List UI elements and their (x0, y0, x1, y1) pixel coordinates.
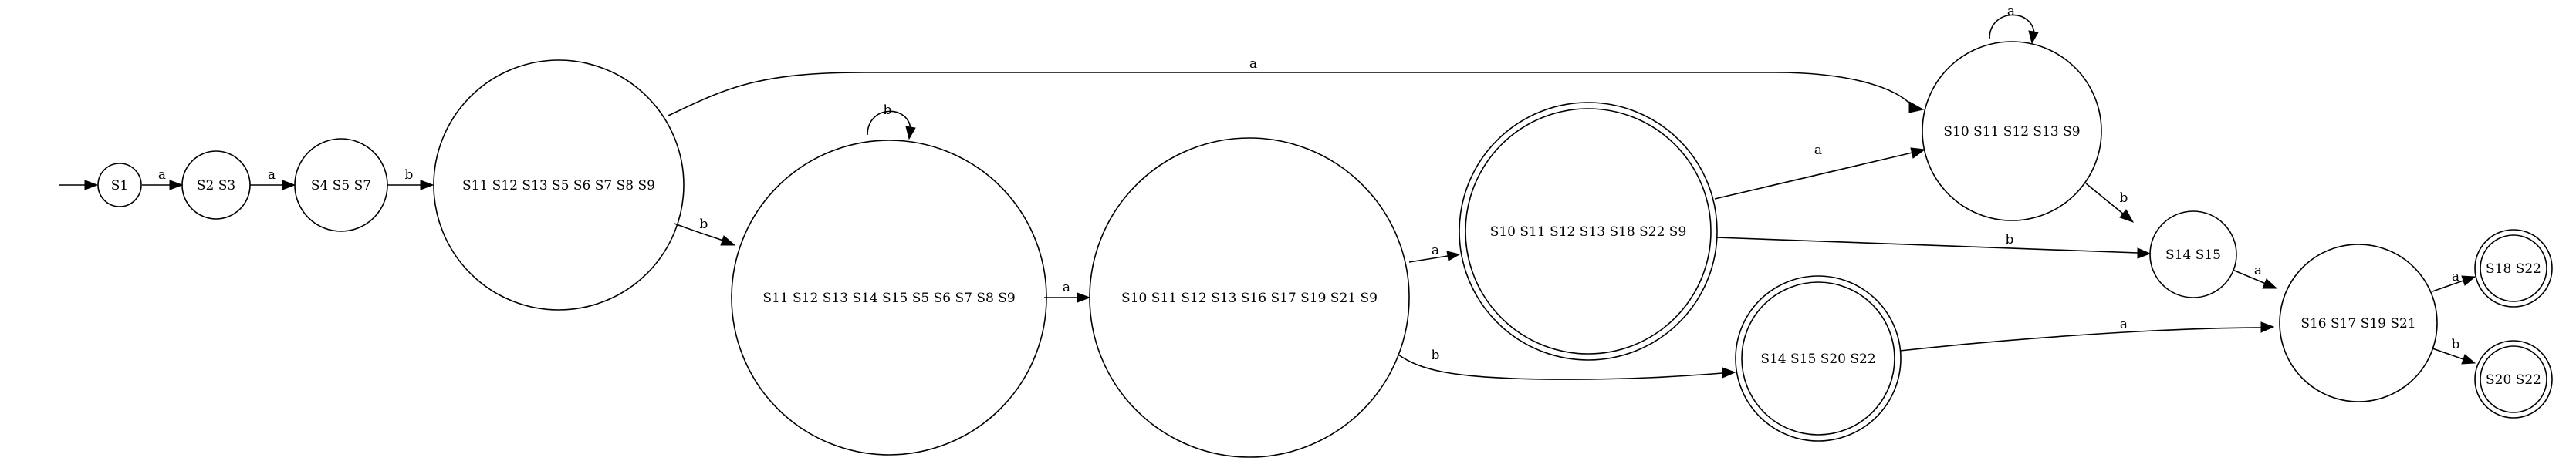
state-label: S14 S15 (2165, 247, 2221, 263)
state-node-n2: S2 S3 (181, 150, 251, 220)
edge-n4-n9: a (668, 56, 1925, 116)
state-label: S20 S22 (2486, 372, 2541, 388)
state-node-n3: S4 S5 S7 (294, 138, 388, 232)
edge-n9-loop: a (1989, 4, 2039, 45)
state-node-n8-accepting: S14 S15 S20 S22 (1735, 275, 1902, 442)
edge-n4-n5: b (674, 217, 736, 246)
edge-n7-n9: a (1714, 143, 1926, 200)
edge-n9-n10: b (2085, 183, 2135, 223)
edge-label: b (884, 103, 892, 118)
edge-label: b (405, 167, 414, 183)
state-label: S10 S11 S12 S13 S9 (1943, 124, 2080, 140)
state-node-n13-accepting: S20 S22 (2474, 340, 2553, 419)
state-label: S11 S12 S13 S5 S6 S7 S8 S9 (462, 178, 655, 193)
edge-n5-loop: b (867, 103, 916, 140)
edge-label: b (700, 217, 708, 232)
edge-label: a (2120, 317, 2128, 332)
state-label: S10 S11 S12 S13 S16 S17 S19 S21 S9 (1121, 291, 1378, 306)
edge-n10-n11: a (2232, 263, 2278, 289)
state-node-n10: S14 S15 (2149, 210, 2237, 298)
edge-n5-n6: a (1044, 280, 1091, 303)
edge-label: b (2006, 232, 2014, 247)
state-node-n11: S16 S17 S19 S21 (2279, 244, 2438, 402)
start-arrow (59, 180, 99, 190)
edge-n8-n11: a (1899, 317, 2275, 352)
state-node-n4: S11 S12 S13 S5 S6 S7 S8 S9 (433, 59, 685, 311)
state-label: S18 S22 (2486, 261, 2541, 277)
edge-n2-n3: a (250, 167, 296, 190)
state-node-n9: S10 S11 S12 S13 S9 (1922, 41, 2102, 221)
edge-label: b (2452, 337, 2460, 352)
state-label: S14 S15 S20 S22 (1760, 352, 1875, 367)
edge-n7-n10: b (1716, 232, 2152, 259)
edge-n6-n8: b (1398, 348, 1736, 380)
edge-n3-n4: b (387, 167, 434, 190)
edge-n1-n2: a (142, 167, 184, 190)
state-label: S11 S12 S13 S14 S15 S5 S6 S7 S8 S9 (762, 291, 1015, 306)
edge-n11-n13: b (2432, 337, 2476, 365)
edge-label: a (2452, 269, 2459, 284)
edge-n11-n12: a (2432, 269, 2476, 292)
edge-label: a (1814, 143, 1822, 158)
state-node-n7-accepting: S10 S11 S12 S13 S18 S22 S9 (1459, 102, 1718, 361)
state-node-n12-accepting: S18 S22 (2474, 229, 2553, 308)
edge-label: a (1249, 56, 1257, 72)
edge-label: a (1432, 243, 1439, 258)
edge-label: a (158, 167, 166, 183)
edge-label: b (1432, 348, 1440, 363)
edge-label: a (1063, 280, 1070, 295)
edge-label: a (2254, 263, 2262, 278)
edge-label: b (2120, 190, 2128, 206)
state-label: S4 S5 S7 (311, 178, 371, 193)
state-label: S10 S11 S12 S13 S18 S22 S9 (1490, 224, 1687, 240)
state-label: S1 (111, 178, 128, 193)
edge-label: a (2007, 4, 2015, 19)
state-label: S2 S3 (197, 178, 235, 193)
state-node-n6: S10 S11 S12 S13 S16 S17 S19 S21 S9 (1089, 137, 1410, 458)
edge-n6-n7: a (1408, 243, 1461, 263)
state-node-n5: S11 S12 S13 S14 S15 S5 S6 S7 S8 S9 (731, 140, 1047, 456)
edge-label: a (268, 167, 276, 183)
state-node-n1: S1 (97, 163, 142, 207)
state-label: S16 S17 S19 S21 (2300, 316, 2415, 331)
